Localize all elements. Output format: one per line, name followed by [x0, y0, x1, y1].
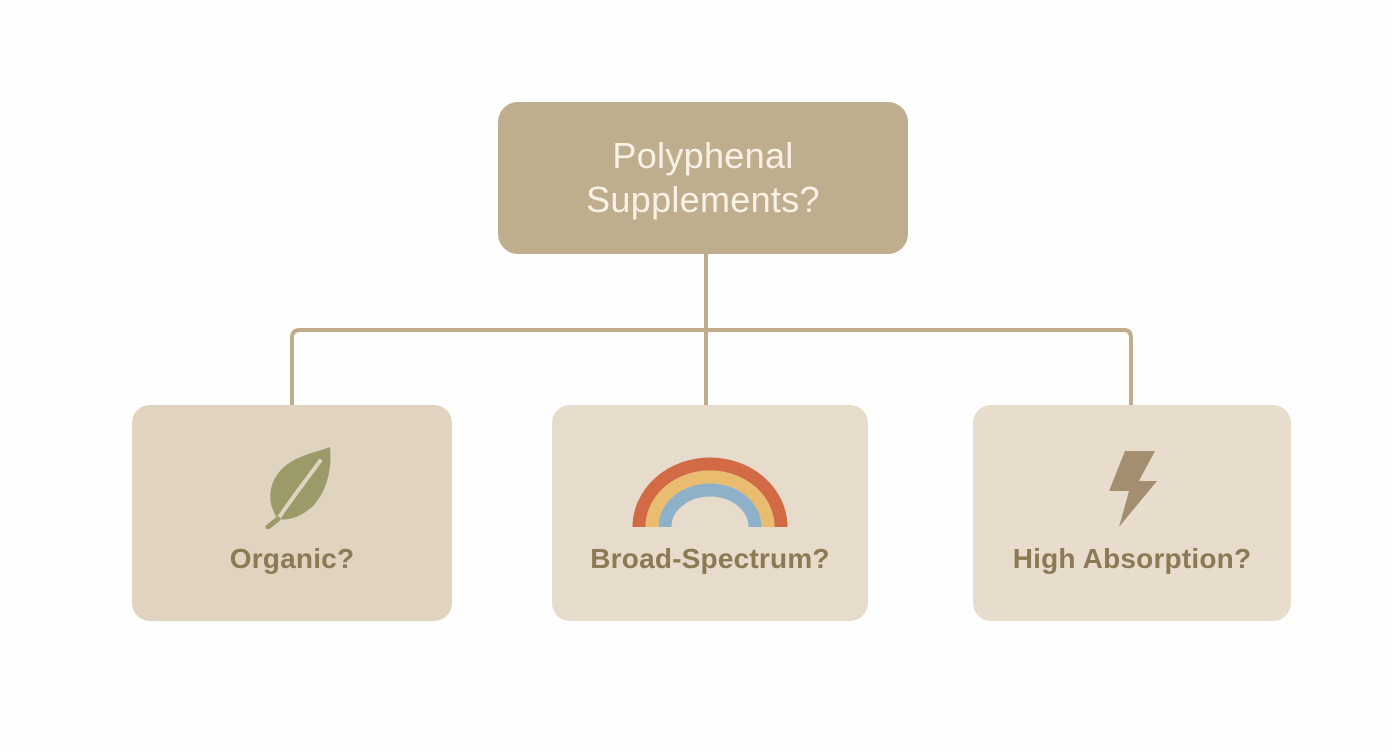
child-node-broad-spectrum: Broad-Spectrum?: [552, 405, 868, 621]
lightning-icon: [1105, 445, 1159, 529]
root-title-line-2: Supplements?: [586, 179, 820, 220]
horizontal-bus-connector: [290, 328, 1133, 407]
root-title-line-1: Polyphenal: [612, 135, 794, 176]
child-label-high-absorption: High Absorption?: [1012, 543, 1252, 574]
rainbow-icon: [630, 445, 790, 529]
child-node-high-absorption: High Absorption?: [973, 405, 1291, 621]
root-node: Polyphenal Supplements?: [498, 102, 908, 254]
child-node-organic: Organic?: [132, 405, 452, 621]
child-label-broad-spectrum: Broad-Spectrum?: [590, 543, 830, 574]
leaf-icon: [250, 445, 334, 529]
child-label-organic: Organic?: [229, 543, 355, 574]
root-title: Polyphenal Supplements?: [586, 134, 820, 222]
